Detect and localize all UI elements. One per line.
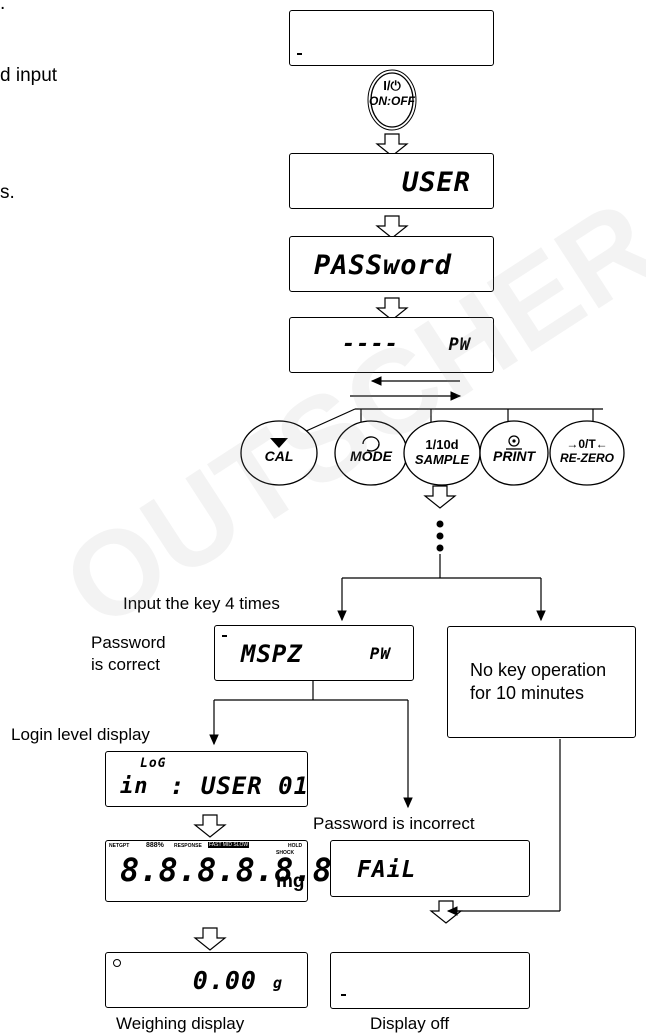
display-fail: FAiL [330, 840, 530, 897]
sample-key[interactable]: 1/10d SAMPLE [404, 437, 480, 467]
display-full-segments: NETGPT 888% RESPONSE FAST MID SLOW HOLD … [105, 840, 370, 902]
indicator-hold: HOLD [288, 843, 303, 849]
mode-key[interactable]: MODE [336, 448, 406, 464]
display-user: USER [289, 153, 494, 209]
sample-key-label: SAMPLE [414, 452, 470, 467]
no-key-operation-box: No key operation for 10 minutes [447, 626, 636, 738]
side-text-1: . [0, 0, 6, 14]
hollow-arrow-2 [375, 215, 409, 239]
print-key[interactable]: PRINT [480, 448, 548, 464]
rezero-key[interactable]: →0/T← RE-ZERO [550, 437, 624, 465]
weighing-value: 0.00 [192, 966, 257, 995]
display-weighing: 0.00 g [105, 952, 308, 1008]
hollow-arrow-6 [193, 927, 227, 951]
stable-mark [297, 53, 302, 55]
hollow-arrow-7 [429, 900, 463, 924]
stable-mark [341, 994, 346, 996]
pw-entry-digits: ---- [342, 332, 399, 357]
password-code-unit: PW [369, 644, 391, 663]
indicator-netgpt: NETGPT [109, 843, 130, 849]
pw-entry-unit: PW [448, 335, 471, 355]
display-user-text: USER [401, 167, 471, 198]
power-key-label: ON:OFF [369, 94, 415, 108]
side-text-3: s. [0, 182, 15, 203]
stable-circle-icon [113, 959, 121, 967]
display-pw-entry: ---- PW [289, 317, 494, 373]
rezero-key-top: →0/T← [566, 437, 608, 451]
full-segment-digits: 8.8.8.8.8.8.8 [120, 851, 371, 889]
cal-key-label: CAL [264, 448, 294, 464]
display-password-text: PASSword [314, 250, 453, 281]
indicator-shock: SHOCK [276, 850, 295, 856]
fail-text: FAiL [357, 857, 417, 883]
function-key-shapes [240, 420, 625, 486]
mode-key-label: MODE [350, 448, 392, 464]
hollow-arrow-1 [375, 133, 409, 157]
label-password-incorrect: Password is incorrect [313, 814, 475, 833]
login-line2-prefix: in [120, 774, 149, 799]
login-line1: LoG [140, 756, 167, 771]
password-code-text: MSPZ [241, 640, 303, 668]
rezero-key-label: RE-ZERO [560, 451, 614, 465]
power-key-symbol: I/⏻ [383, 78, 401, 93]
indicator-unit: mg [276, 871, 305, 892]
display-password: PASSword [289, 236, 494, 292]
indicator-percent: 888% [146, 842, 164, 849]
hollow-down-arrows [193, 133, 463, 951]
hollow-arrow-3 [375, 297, 409, 321]
power-key[interactable]: I/⏻ ON:OFF [366, 78, 418, 108]
display-off-top [289, 10, 494, 66]
hollow-arrow-4 [423, 485, 457, 509]
indicator-speeds: FAST MID SLOW [208, 842, 250, 848]
weighing-unit: g [272, 974, 283, 992]
side-text-2: d input [0, 65, 58, 86]
hollow-arrow-5 [193, 814, 227, 838]
label-weighing-display: Weighing display [116, 1014, 245, 1033]
label-login-level: Login level display [11, 725, 150, 744]
no-key-operation-text: No key operation for 10 minutes [470, 660, 607, 703]
display-off-bottom [330, 952, 530, 1009]
sample-key-top: 1/10d [425, 437, 459, 452]
display-login: LoG in : USER 01 [105, 751, 308, 807]
label-password-correct: Password is correct [91, 633, 166, 674]
label-input-key-4: Input the key 4 times [123, 594, 280, 613]
indicator-response: RESPONSE [174, 843, 202, 849]
stable-mark [222, 635, 227, 637]
cal-key[interactable]: CAL [244, 448, 314, 464]
display-password-code: MSPZ PW [214, 625, 414, 681]
power-key-shape [367, 69, 417, 131]
login-line2-value: : USER 01 [170, 772, 310, 800]
label-display-off: Display off [370, 1014, 450, 1033]
print-key-label: PRINT [493, 448, 535, 464]
